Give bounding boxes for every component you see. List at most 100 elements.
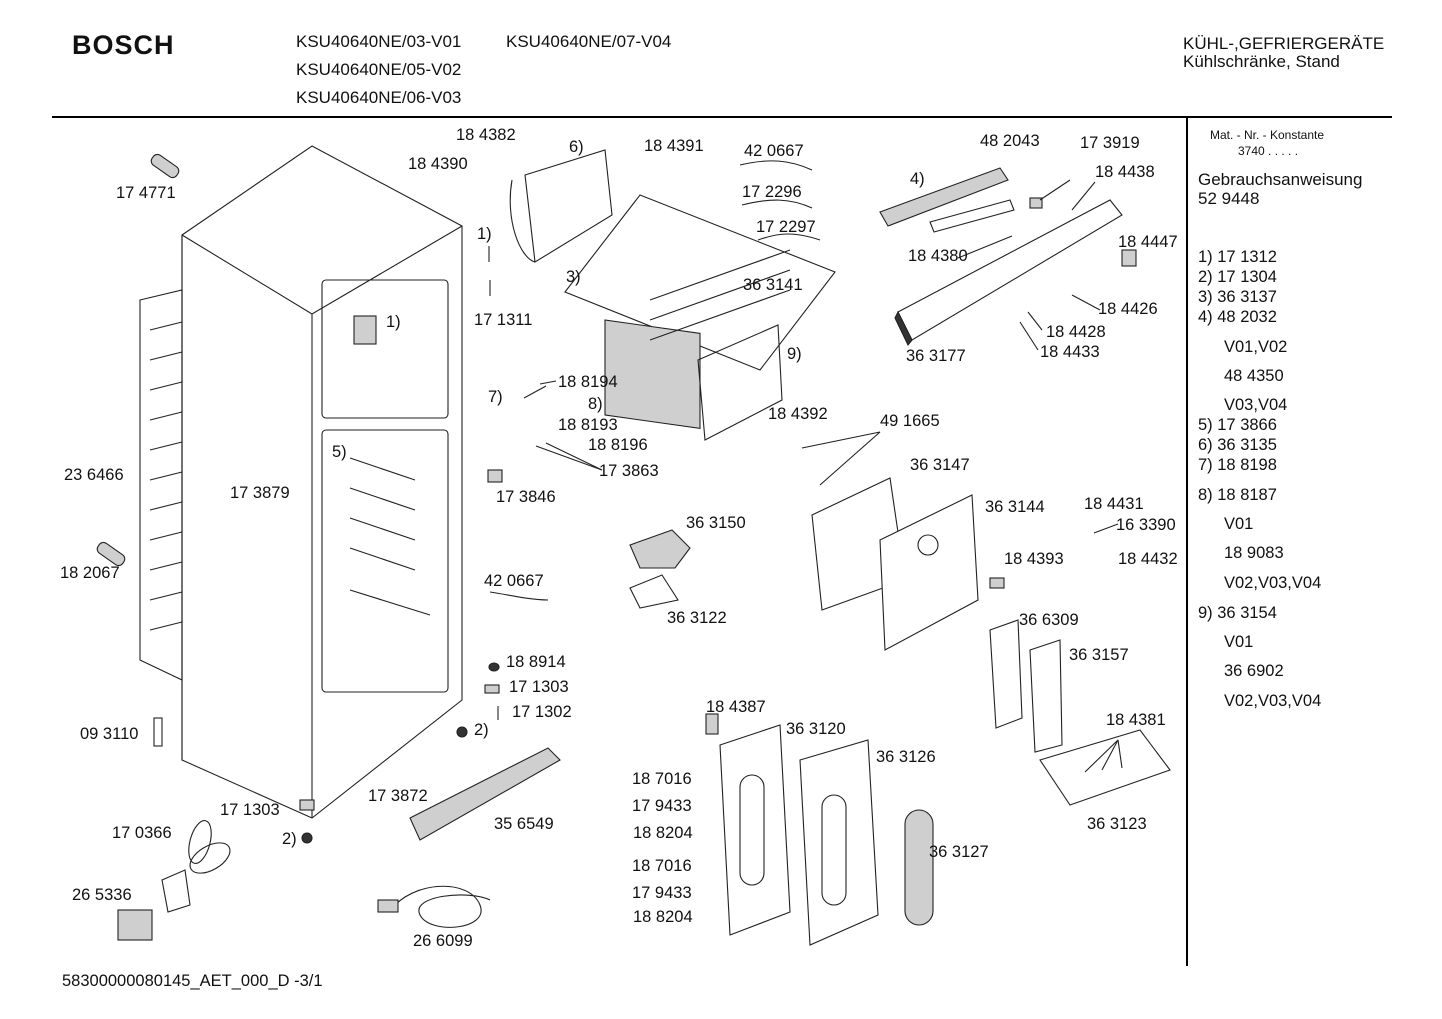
part-label: 18 4390 [408, 155, 468, 173]
part-label: 36 3150 [686, 514, 746, 532]
part-label: 6) [569, 138, 584, 156]
part-label: 18 7016 [632, 770, 692, 788]
part-label: 17 3879 [230, 484, 290, 502]
legend-item: V01,V02 [1224, 338, 1288, 356]
part-label: 36 3123 [1087, 815, 1147, 833]
legend-item: 4) 48 2032 [1198, 308, 1277, 326]
legend-item: 5) 17 3866 [1198, 416, 1277, 434]
control-panel-drawing [879, 167, 1137, 347]
part-label: 17 3846 [496, 488, 556, 506]
part-label: 17 3863 [599, 462, 659, 480]
legend-item: 48 4350 [1224, 367, 1284, 385]
part-label: 26 6099 [413, 932, 473, 950]
part-label: 2) [474, 721, 489, 739]
part-label: 09 3110 [80, 725, 139, 743]
exploded-parts-drawing [96, 145, 1171, 946]
manual-label: Gebrauchsanweisung [1198, 170, 1363, 189]
part-label: 49 1665 [880, 412, 940, 430]
legend-item: V02,V03,V04 [1224, 692, 1322, 710]
model-number: KSU40640NE/03-V01 [296, 32, 462, 51]
part-label: 9) [787, 345, 802, 363]
part-label: 18 4391 [644, 137, 704, 155]
part-label: 1) [386, 313, 401, 331]
part-label: 5) [332, 443, 347, 461]
part-label: 42 0667 [484, 572, 544, 590]
part-label: 18 4381 [1106, 711, 1166, 729]
part-label: 2) [282, 830, 297, 848]
part-label: 18 8204 [633, 908, 693, 926]
part-label: 48 2043 [980, 132, 1040, 150]
category-title: KÜHL-,GEFRIERGERÄTE [1183, 34, 1385, 53]
part-label: 7) [488, 388, 503, 406]
legend-divider [1186, 118, 1188, 966]
legend-item: V01 [1224, 633, 1254, 651]
part-label: 23 6466 [64, 466, 124, 484]
legend-item: V01 [1224, 515, 1254, 533]
part-label: 36 3157 [1069, 646, 1129, 664]
document-id: 58300000080145_AET_000_D -3/1 [62, 972, 323, 990]
cable-drawing [489, 160, 821, 601]
part-label: 18 4428 [1046, 323, 1106, 341]
part-label: 36 3126 [876, 748, 936, 766]
legend-item: 9) 36 3154 [1198, 604, 1277, 622]
part-label: 4) [910, 170, 925, 188]
part-label: 17 4771 [116, 184, 176, 202]
part-label: 18 8914 [506, 653, 566, 671]
legend-item: 6) 36 3135 [1198, 436, 1277, 454]
handle-drawing [409, 747, 561, 841]
part-label: 17 1303 [220, 801, 280, 819]
part-label: 17 2297 [756, 218, 816, 236]
part-label: 17 2296 [742, 183, 802, 201]
part-label: 18 4387 [706, 698, 766, 716]
part-label: 18 8204 [633, 824, 693, 842]
part-label: 18 4426 [1098, 300, 1158, 318]
constant-label: Mat. - Nr. - Konstante [1210, 128, 1325, 142]
constant-value: 3740 . . . . . [1238, 144, 1299, 158]
part-label: 18 4438 [1095, 163, 1155, 181]
leader-lines [488, 179, 1123, 773]
power-cord-drawing [377, 885, 491, 928]
brand-logo: BOSCH [72, 30, 175, 60]
part-label: 18 8196 [588, 436, 648, 454]
part-label: 18 4380 [908, 247, 968, 265]
part-label: 3) [566, 268, 581, 286]
evaporator-drawing [564, 194, 836, 430]
part-label: 36 3141 [743, 276, 803, 294]
part-label: 18 8193 [558, 416, 618, 434]
part-label: 18 4432 [1118, 550, 1178, 568]
part-label: 36 3144 [985, 498, 1045, 516]
part-label: 17 3919 [1080, 134, 1140, 152]
part-label: 18 4392 [768, 405, 828, 423]
legend-item: 7) 18 8198 [1198, 456, 1277, 474]
door-liner-drawing [705, 713, 934, 946]
part-label: 17 1311 [474, 311, 533, 329]
part-label: 17 9433 [632, 797, 692, 815]
freezer-panel-drawing [509, 149, 613, 263]
part-label: 36 3120 [786, 720, 846, 738]
part-label: 18 8194 [558, 373, 618, 391]
part-label: 36 3147 [910, 456, 970, 474]
manual-value: 52 9448 [1198, 189, 1260, 208]
category-subtitle: Kühlschränke, Stand [1183, 52, 1340, 71]
fan-drawing [117, 820, 231, 941]
model-number: KSU40640NE/06-V03 [296, 88, 462, 107]
legend-item: V02,V03,V04 [1224, 574, 1322, 592]
part-label: 36 3122 [667, 609, 727, 627]
model-number: KSU40640NE/07-V04 [506, 32, 672, 51]
part-label: 18 4382 [456, 126, 516, 144]
legend-item: 1) 17 1312 [1198, 248, 1277, 266]
part-label: 18 4431 [1084, 495, 1144, 513]
part-label: 36 3127 [929, 843, 989, 861]
fridge-cabinet-drawing [181, 145, 463, 819]
part-label: 18 4393 [1004, 550, 1064, 568]
header-divider [52, 116, 1392, 118]
part-label: 18 4447 [1118, 233, 1178, 251]
model-number: KSU40640NE/05-V02 [296, 60, 462, 79]
part-label: 18 7016 [632, 857, 692, 875]
part-label: 36 6309 [1019, 611, 1079, 629]
part-label: 36 3177 [906, 347, 966, 365]
part-label: 17 3872 [368, 787, 428, 805]
part-label: 17 1302 [512, 703, 572, 721]
rear-panel-drawing [697, 324, 979, 651]
legend-item: 36 6902 [1224, 662, 1284, 680]
